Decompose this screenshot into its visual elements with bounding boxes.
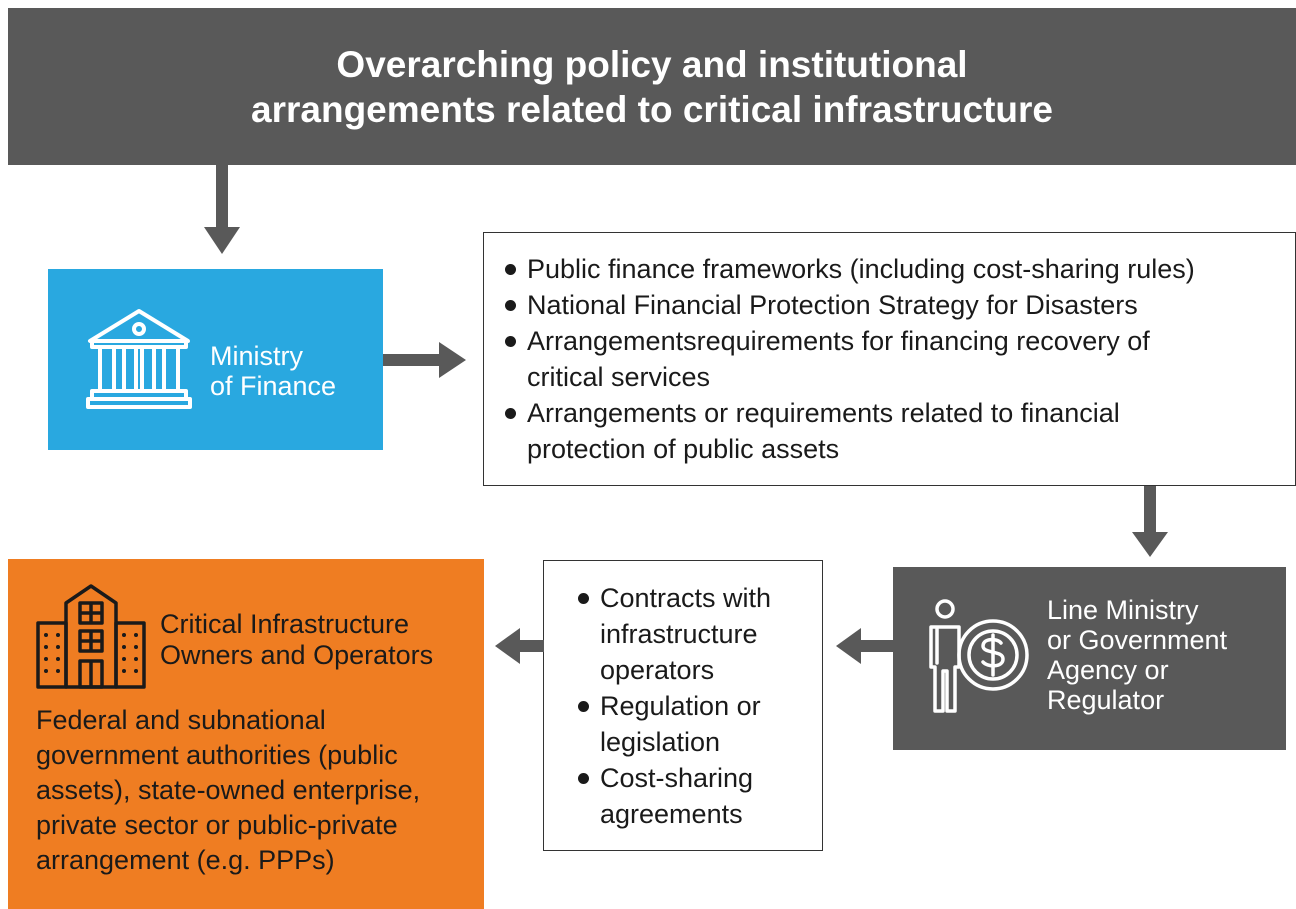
ministry-of-finance-line1: Ministry (210, 341, 303, 371)
operators-desc-line3: assets), state-owned enterprise, (36, 775, 421, 805)
list-item: Arrangementsrequirements for financing r… (505, 323, 1285, 395)
list-item: Arrangements or requirements related to … (505, 395, 1285, 467)
policy-banner-line1: Overarching policy and institutional (336, 43, 968, 85)
line-ministry-line4: Regulator (1047, 685, 1165, 715)
line-ministry-line1: Line Ministry (1047, 595, 1199, 625)
bank-building-icon (86, 309, 192, 409)
policy-banner-line2: arrangements related to critical infrast… (251, 88, 1053, 130)
list-item: Regulation or legislation (578, 688, 816, 760)
list-item: Cost-sharing agreements (578, 760, 816, 832)
operators-desc-line2: government authorities (public (36, 740, 398, 770)
operators-desc-line4: private sector or public-private (36, 810, 398, 840)
arrow-left-to-operators (495, 628, 544, 664)
arrow-left-to-regulatory-instruments (836, 628, 893, 664)
line-ministry-line3: Agency or (1047, 655, 1169, 685)
operators-title-line1: Critical Infrastructure (160, 609, 410, 639)
arrow-down-to-finance (204, 165, 240, 254)
operators-desc-line1: Federal and subnational (36, 705, 326, 735)
line-ministry-line2: or Government (1047, 625, 1228, 655)
finance-instruments-box: Public finance frameworks (including cos… (483, 232, 1296, 486)
list-item: Public finance frameworks (including cos… (505, 251, 1285, 287)
list-item: National Financial Protection Strategy f… (505, 287, 1285, 323)
operators-title-line2: Owners and Operators (160, 640, 434, 670)
arrow-down-to-line-ministry (1132, 486, 1168, 557)
ministry-of-finance-line2: of Finance (210, 371, 337, 401)
line-ministry-box: Line Ministry or Government Agency or Re… (893, 567, 1286, 750)
policy-banner: Overarching policy and institutional arr… (8, 8, 1296, 165)
building-icon (36, 584, 146, 689)
operators-desc-line5: arrangement (e.g. PPPs) (36, 845, 335, 875)
list-item: Contracts with infrastructure operators (578, 580, 816, 688)
ministry-of-finance-box: Ministry of Finance (48, 269, 383, 450)
infrastructure-operators-box: Critical Infrastructure Owners and Opera… (8, 559, 484, 909)
arrow-right-to-finance-instruments (383, 342, 466, 378)
person-dollar-icon (929, 599, 1029, 713)
regulatory-instruments-box: Contracts with infrastructure operators … (543, 560, 823, 851)
